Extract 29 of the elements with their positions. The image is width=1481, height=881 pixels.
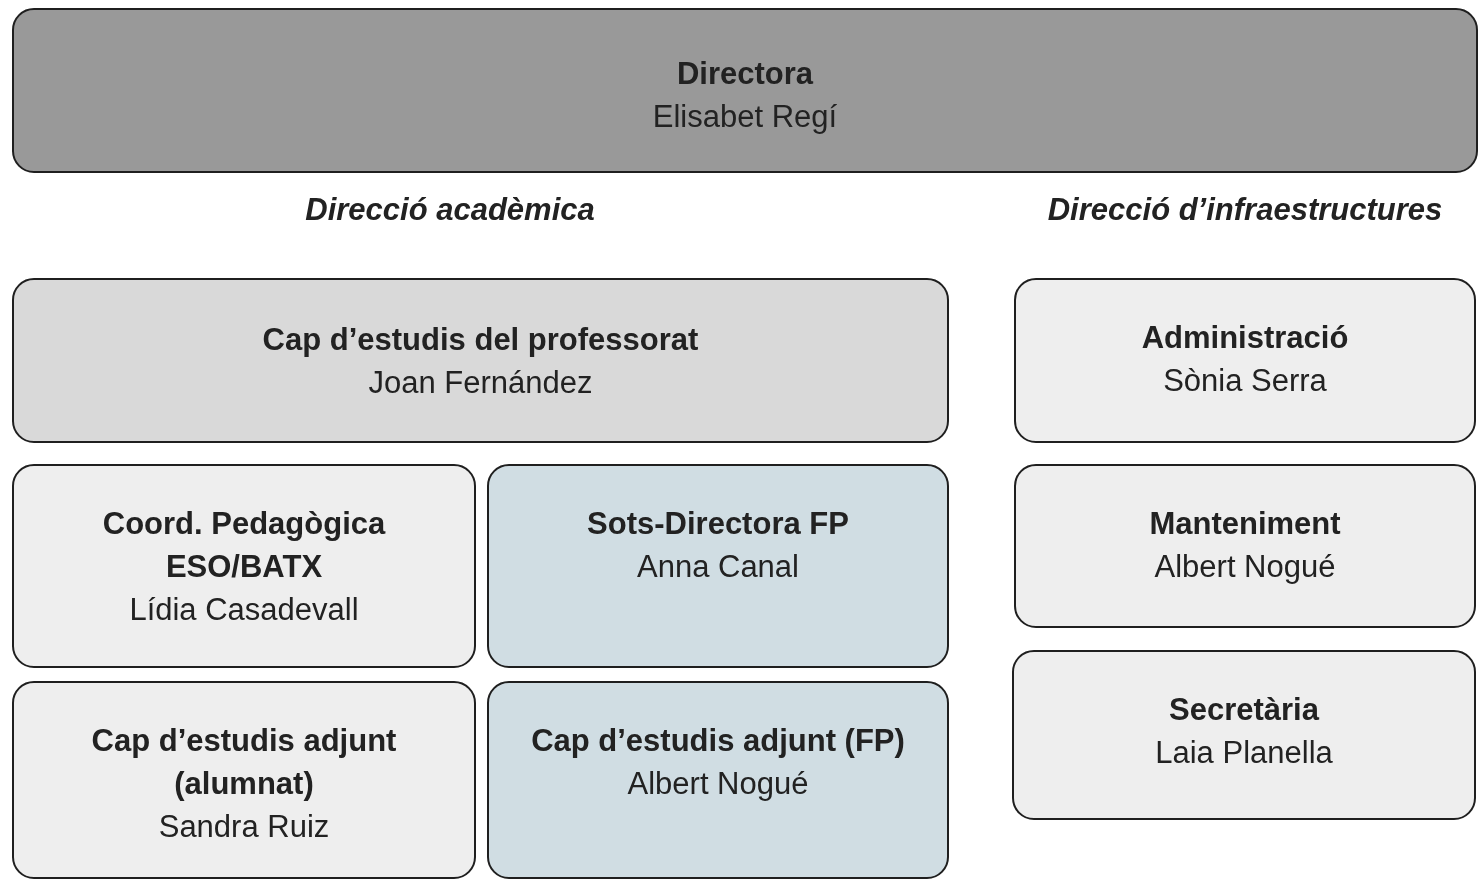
role-title: Administració [1141,319,1349,357]
person-name: Laia Planella [1155,734,1333,772]
person-name: Elisabet Regí [652,98,838,136]
org-box [12,681,476,879]
role-title: Directora [676,55,814,93]
person-name: Sandra Ruiz [158,808,330,846]
section-heading: Direcció acadèmica [305,192,595,228]
person-name: Albert Nogué [627,765,809,803]
org-box [1014,464,1476,628]
person-name: Sònia Serra [1163,362,1327,400]
org-box [12,8,1478,173]
role-title: Sots-Directora FP [587,505,849,543]
role-title: Cap d’estudis adjunt (FP) [531,722,905,760]
person-name: Joan Fernández [368,364,593,402]
person-name: Lídia Casadevall [129,591,359,629]
org-box [1012,650,1476,820]
person-name: Albert Nogué [1154,548,1336,586]
person-name: Anna Canal [637,548,799,586]
org-box [12,278,949,443]
role-title: Coord. Pedagògica ESO/BATX [101,505,387,586]
org-box [487,681,949,879]
role-title: Cap d’estudis del professorat [262,321,699,359]
role-title: Manteniment [1149,505,1341,543]
org-box [1014,278,1476,443]
section-heading: Direcció d’infraestructures [1047,192,1443,228]
role-title: Cap d’estudis adjunt (alumnat) [90,722,398,803]
org-box [12,464,476,668]
role-title: Secretària [1169,691,1319,729]
org-box [487,464,949,668]
